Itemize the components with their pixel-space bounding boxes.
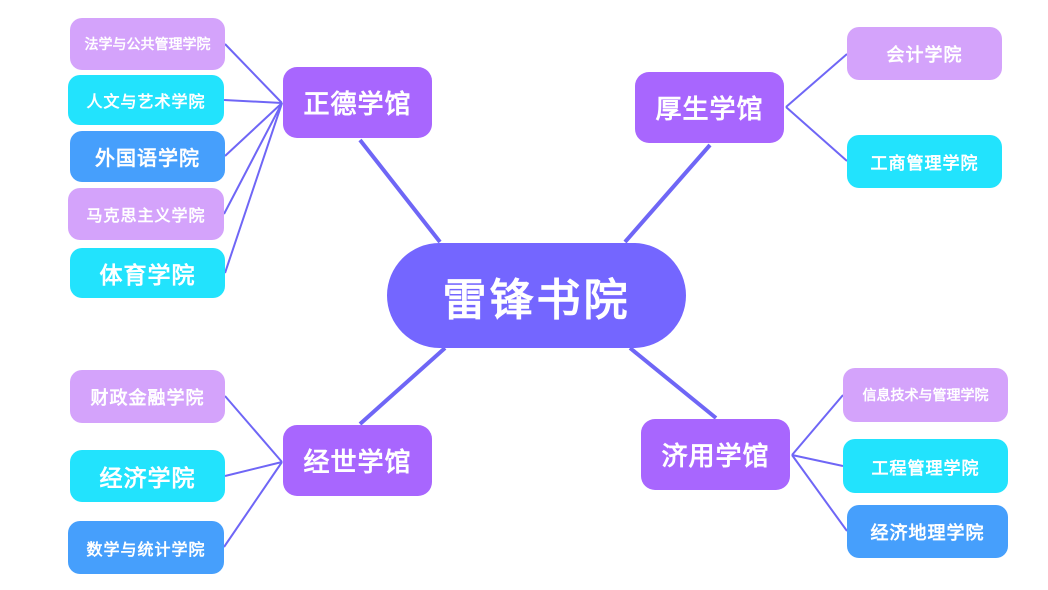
link (223, 461, 283, 548)
link (224, 43, 283, 104)
hall-jingshi[interactable]: 经世学馆 (283, 425, 432, 496)
college-node[interactable]: 会计学院 (847, 27, 1002, 80)
root-node[interactable]: 雷锋书院 (387, 243, 686, 348)
link (791, 394, 844, 456)
link (791, 454, 848, 532)
college-node[interactable]: 财政金融学院 (70, 370, 225, 423)
link-root-housheng (623, 143, 712, 244)
college-node[interactable]: 数学与统计学院 (68, 521, 224, 574)
link (224, 102, 283, 274)
college-node[interactable]: 人文与艺术学院 (68, 75, 224, 125)
link (223, 102, 283, 215)
link-root-jingshi (358, 346, 447, 426)
hall-jiyong[interactable]: 济用学馆 (641, 419, 790, 490)
college-node[interactable]: 经济学院 (70, 450, 225, 502)
college-node[interactable]: 体育学院 (70, 248, 225, 298)
link (224, 102, 283, 157)
link (224, 395, 283, 463)
college-node[interactable]: 外国语学院 (70, 131, 225, 182)
college-node[interactable]: 工商管理学院 (847, 135, 1002, 188)
link (791, 454, 844, 467)
hall-zhengde[interactable]: 正德学馆 (283, 67, 432, 138)
link (223, 99, 283, 104)
college-node[interactable]: 信息技术与管理学院 (843, 368, 1008, 422)
link-root-jiyong (628, 346, 718, 420)
link (785, 106, 848, 162)
link (785, 53, 848, 108)
link (224, 461, 283, 477)
hall-housheng[interactable]: 厚生学馆 (635, 72, 784, 143)
college-node[interactable]: 工程管理学院 (843, 439, 1008, 493)
college-node[interactable]: 经济地理学院 (847, 505, 1008, 558)
college-node[interactable]: 马克思主义学院 (68, 188, 224, 240)
college-node[interactable]: 法学与公共管理学院 (70, 18, 225, 70)
link-root-zhengde (358, 138, 442, 244)
